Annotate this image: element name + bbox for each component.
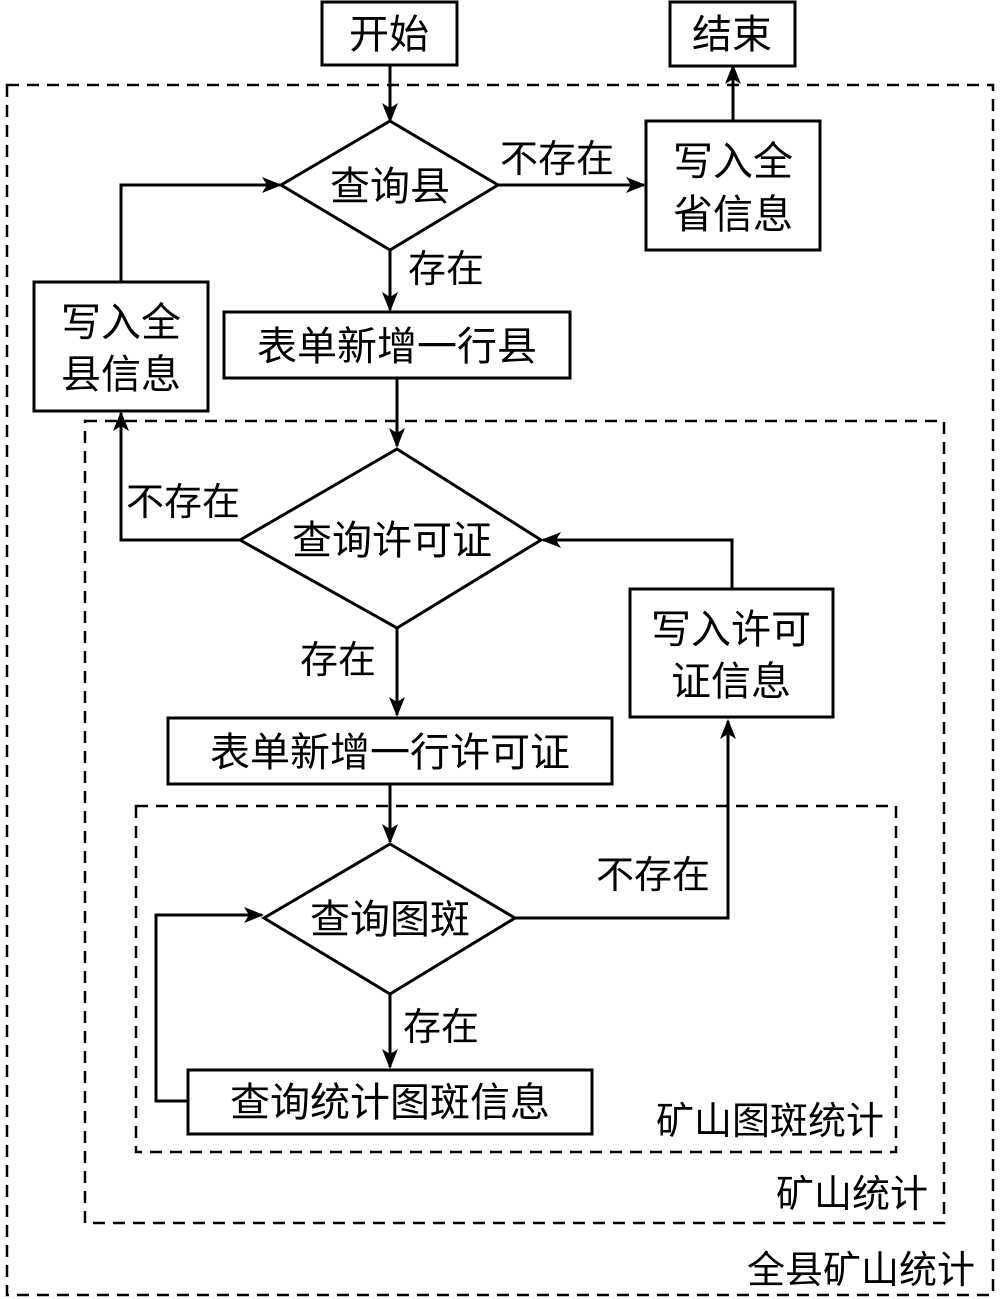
node-write-province-line1: 写入全 <box>673 139 793 185</box>
region-mine-label: 矿山统计 <box>776 1172 928 1216</box>
node-add-permit-row <box>166 716 614 786</box>
edge-write-county-to-query-county <box>119 177 282 282</box>
node-write-province <box>644 119 822 252</box>
node-write-permit-line2: 证信息 <box>671 659 791 705</box>
edge-patch-not-exist <box>515 719 736 920</box>
region-mine <box>83 419 946 1225</box>
node-query-patch-label: 查询图斑 <box>310 897 470 943</box>
region-mine-patch-label: 矿山图斑统计 <box>656 1099 884 1143</box>
node-start-label: 开始 <box>349 12 429 58</box>
node-query-county <box>278 119 501 252</box>
region-mine-patch <box>134 804 898 1154</box>
node-stat-patch-label: 查询统计图斑信息 <box>230 1080 550 1126</box>
edge-label-patch-exist: 存在 <box>403 1005 479 1049</box>
node-write-county-line1: 写入全 <box>61 300 181 346</box>
node-query-permit-label: 查询许可证 <box>292 518 492 564</box>
node-start <box>320 0 459 67</box>
node-stat-patch <box>186 1068 594 1136</box>
edge-label-patch-not-exist: 不存在 <box>596 853 710 897</box>
edge-label-permit-not-exist: 不存在 <box>126 480 240 524</box>
region-province-county-label: 全县矿山统计 <box>747 1248 975 1292</box>
node-write-county-line2: 县信息 <box>61 352 181 398</box>
edge-label-permit-exist: 存在 <box>300 638 376 682</box>
node-end-label: 结束 <box>692 12 772 58</box>
edge-label-county-not-exist: 不存在 <box>500 137 614 181</box>
node-write-permit-line1: 写入许可 <box>651 607 811 653</box>
node-write-permit <box>628 587 835 719</box>
edge-write-permit-to-query-permit <box>541 532 734 589</box>
edge-stat-patch-to-query-patch <box>154 907 264 1103</box>
node-add-permit-row-label: 表单新增一行许可证 <box>210 730 570 776</box>
node-write-province-line2: 省信息 <box>673 192 793 238</box>
region-province-county <box>5 83 995 1297</box>
edge-permit-not-exist <box>113 411 240 542</box>
node-write-county <box>32 280 210 413</box>
node-query-permit <box>236 447 544 630</box>
node-end <box>668 0 797 68</box>
node-query-patch <box>261 842 518 996</box>
node-add-county-row <box>222 310 572 380</box>
node-add-county-row-label: 表单新增一行县 <box>257 324 537 370</box>
edge-label-county-exist: 存在 <box>408 247 484 291</box>
node-query-county-label: 查询县 <box>330 164 450 210</box>
